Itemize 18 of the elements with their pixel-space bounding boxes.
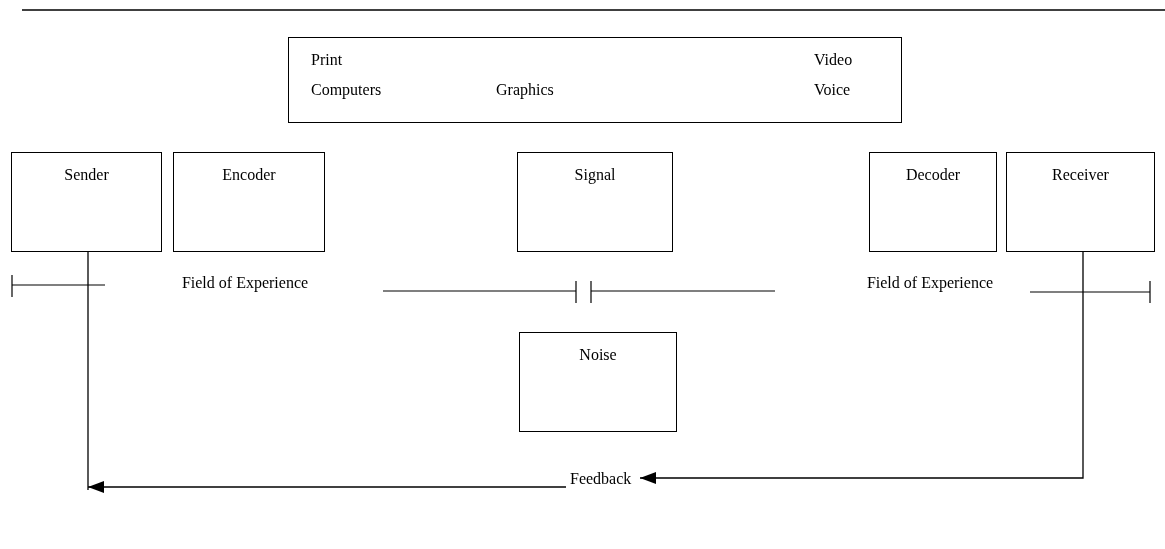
- feedback-label: Feedback: [570, 470, 632, 488]
- process-box: Encoder: [173, 152, 325, 252]
- process-box: Decoder: [869, 152, 997, 252]
- process-box: Sender: [11, 152, 162, 252]
- process-box: Receiver: [1006, 152, 1155, 252]
- media-label: Graphics: [496, 80, 554, 101]
- process-box: Signal: [517, 152, 673, 252]
- media-label: Video: [814, 50, 853, 70]
- connector-line: [87, 251, 89, 491]
- field-label: Field of Experience: [866, 273, 994, 294]
- process-box: Noise: [519, 332, 677, 432]
- media-label: Voice: [814, 80, 851, 100]
- feedback-arrow: [87, 481, 567, 493]
- media-label: Print: [311, 50, 343, 70]
- feedback-arrow: [639, 251, 1084, 484]
- media-box: [288, 37, 902, 123]
- media-label: Computers: [311, 80, 382, 101]
- field-label: Field of Experience: [181, 273, 309, 294]
